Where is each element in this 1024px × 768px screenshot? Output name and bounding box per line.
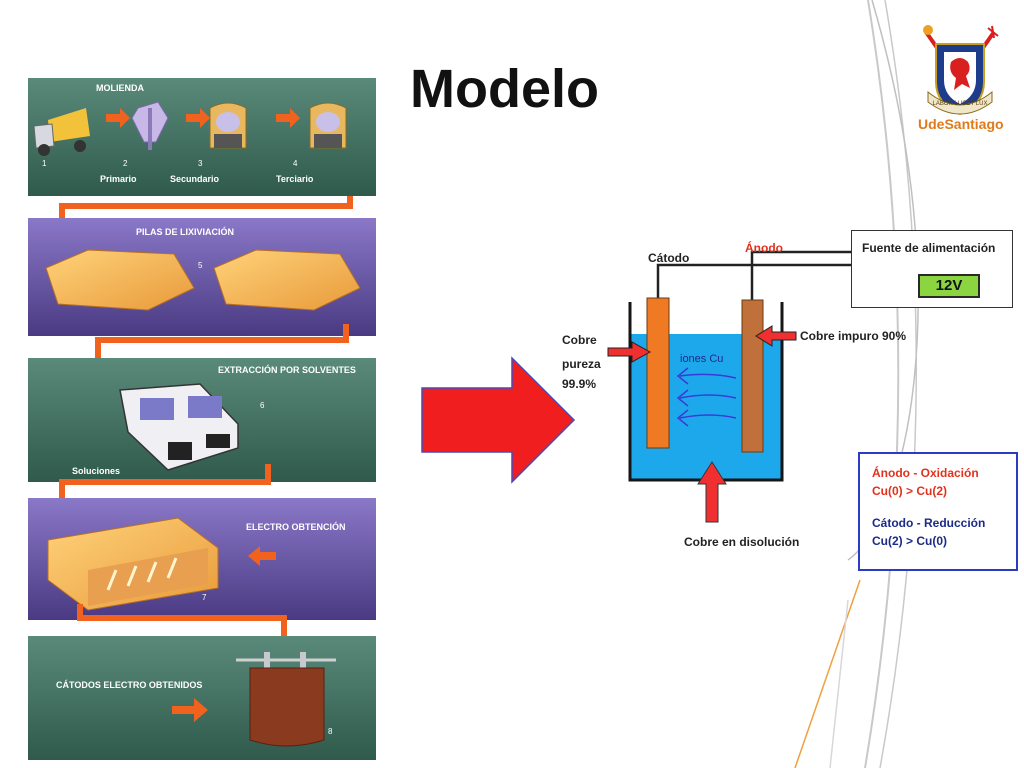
leach-pile-icon (45, 249, 195, 311)
flow-connector (95, 324, 349, 370)
udesantiago-logo: LABOR LUCET LUX (923, 25, 999, 116)
stage-lixiviacion: PILAS DE LIXIVIACIÓN 5 (28, 218, 376, 336)
stage-electro-obtencion: ELECTRO OBTENCIÓN 7 (28, 498, 376, 620)
voltage-display: 12V (918, 274, 980, 298)
crusher-tertiary-icon (309, 102, 347, 149)
cathode-label: Cátodo (648, 251, 689, 265)
left-label-line3: 99.9% (562, 377, 596, 391)
stage-molienda: MOLIENDA 1 2 3 4 Primario Secundario Ter (28, 78, 376, 196)
flow-connector (59, 196, 353, 224)
power-supply-box: Fuente de alimentación 12V (851, 230, 1013, 308)
stage-number: 1 (42, 159, 47, 168)
stage-number: 6 (260, 401, 265, 410)
reaction-legend: Ánodo - Oxidación Cu(0) > Cu(2) Cátodo -… (858, 452, 1018, 571)
copper-cathode-icon (236, 652, 336, 747)
dissolution-arrow (697, 461, 727, 523)
power-supply-label: Fuente de alimentación (862, 241, 996, 255)
left-label-line2: pureza (562, 357, 601, 371)
legend-cathode-title: Cátodo - Reducción (872, 516, 986, 530)
flow-arrow-icon (106, 108, 130, 128)
stage-number: 5 (198, 261, 203, 270)
ions-label: iones Cu (680, 353, 723, 365)
solvent-tank-icon (119, 383, 239, 471)
stage-number: 3 (198, 159, 203, 168)
flow-connector (77, 604, 287, 640)
stage-title-extraccion: EXTRACCIÓN POR SOLVENTES (218, 364, 356, 375)
ion-flow-arrow (676, 367, 737, 385)
electrowinning-cell-icon (47, 517, 219, 611)
stage-number: 2 (123, 159, 128, 168)
dump-truck-icon (33, 108, 90, 156)
anode-wire (750, 250, 858, 300)
label-primario: Primario (100, 174, 137, 184)
anode-label: Ánodo (745, 240, 783, 255)
label-terciario: Terciario (276, 174, 314, 184)
flow-connector (59, 464, 271, 506)
right-label: Cobre impuro 90% (800, 329, 906, 343)
anode-electrode (741, 299, 764, 453)
logo-motto: LABOR LUCET LUX (933, 101, 988, 107)
ion-flow-arrow (676, 389, 737, 407)
cathode-wire (656, 263, 858, 298)
stage-title-molienda: MOLIENDA (96, 83, 144, 93)
stage-number: 8 (328, 727, 333, 736)
logo-prefix: Ude (918, 116, 945, 132)
legend-anode-title: Ánodo - Oxidación (872, 466, 979, 480)
logo-wordmark: UdeSantiago (918, 116, 1004, 132)
stage-catodos: CÁTODOS ELECTRO OBTENIDOS 8 (28, 636, 376, 760)
label-soluciones: Soluciones (72, 466, 120, 476)
stage-number: 4 (293, 159, 298, 168)
lion-icon (950, 58, 970, 90)
cathode-pointer-arrow (607, 341, 652, 363)
stage-title-catodos: CÁTODOS ELECTRO OBTENIDOS (56, 680, 202, 690)
flow-arrow-icon (276, 108, 300, 128)
big-red-arrow (421, 356, 576, 484)
legend-cathode-reaction: Cu(2) > Cu(0) (872, 534, 947, 548)
flow-arrow-icon (248, 546, 276, 566)
crusher-primary-icon (131, 101, 169, 150)
stage-extraccion: EXTRACCIÓN POR SOLVENTES 6 Soluciones (28, 358, 376, 482)
stage-title-lixiviacion: PILAS DE LIXIVIACIÓN (136, 226, 234, 237)
slide-title: Modelo (410, 59, 599, 119)
stage-number: 7 (202, 593, 207, 602)
label-secundario: Secundario (170, 174, 220, 184)
left-label-line1: Cobre (562, 333, 597, 347)
ion-flow-arrow (676, 409, 737, 427)
stage-title-electro: ELECTRO OBTENCIÓN (246, 521, 346, 532)
logo-name: Santiago (944, 116, 1004, 132)
flow-arrow-icon (186, 108, 210, 128)
leach-pile-icon (213, 249, 361, 311)
flow-arrow-icon (172, 698, 208, 722)
bottom-label: Cobre en disolución (684, 535, 799, 549)
crusher-secondary-icon (209, 102, 247, 149)
copper-process-flow: MOLIENDA 1 2 3 4 Primario Secundario Ter (28, 78, 376, 760)
legend-anode-reaction: Cu(0) > Cu(2) (872, 484, 947, 498)
cathode-electrode (646, 297, 670, 449)
anode-pointer-arrow (755, 325, 797, 347)
